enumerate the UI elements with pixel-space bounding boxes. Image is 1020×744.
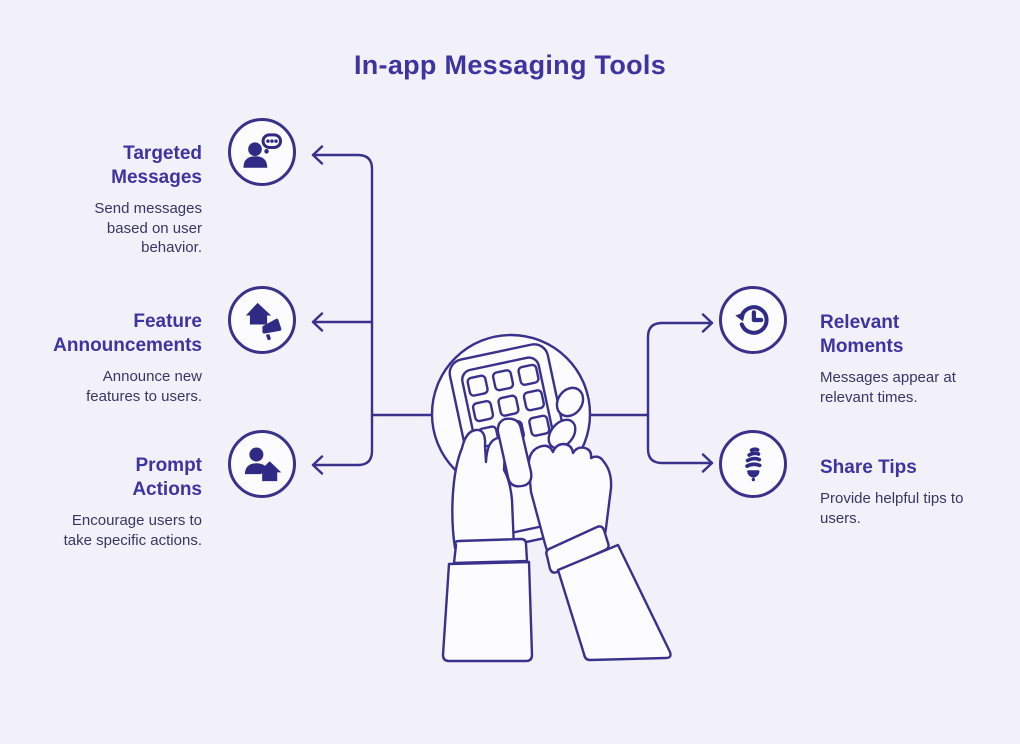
clock-history-icon: [735, 305, 769, 335]
share-tips-icon-badge: [719, 430, 787, 498]
right-hand-illustration: [496, 386, 672, 662]
item-description: Send messages based on user behavior.: [94, 200, 202, 256]
item-description: Provide helpful tips to users.: [820, 490, 964, 527]
person-thought-bubble-icon: [243, 133, 283, 168]
person-house-icon: [244, 447, 282, 482]
page-title: In-app Messaging Tools: [353, 50, 667, 80]
left-connector: [311, 153, 374, 467]
item-description: Messages appear at relevant times.: [820, 369, 956, 406]
item-title: Feature Announcements: [53, 311, 202, 356]
spiral-lightbulb-icon: [745, 447, 762, 482]
item-description: Announce new features to users.: [86, 368, 202, 405]
item-title: Targeted Messages: [111, 143, 202, 188]
item-share-tips: Share Tips Provide helpful tips to users…: [820, 456, 990, 528]
right-connector: [646, 321, 714, 465]
targeted-messages-icon-badge: [228, 118, 296, 186]
feature-announcements-icon-badge: [228, 286, 296, 354]
left-hand-illustration: [441, 428, 534, 663]
relevant-moments-icon-badge: [719, 286, 787, 354]
item-prompt-actions: Prompt Actions Encourage users to take s…: [2, 454, 202, 550]
item-title: Relevant Moments: [820, 312, 904, 357]
right-arrowheads-icon: [701, 313, 714, 473]
item-title: Prompt Actions: [132, 455, 202, 500]
item-title: Share Tips: [820, 457, 917, 478]
item-targeted-messages: Targeted Messages Send messages based on…: [2, 142, 202, 258]
prompt-actions-icon-badge: [228, 430, 296, 498]
item-relevant-moments: Relevant Moments Messages appear at rele…: [820, 311, 990, 407]
left-arrowheads-icon: [311, 145, 324, 475]
item-feature-announcements: Feature Announcements Announce new featu…: [0, 310, 202, 406]
item-description: Encourage users to take specific actions…: [63, 512, 202, 549]
house-megaphone-icon: [245, 302, 282, 341]
